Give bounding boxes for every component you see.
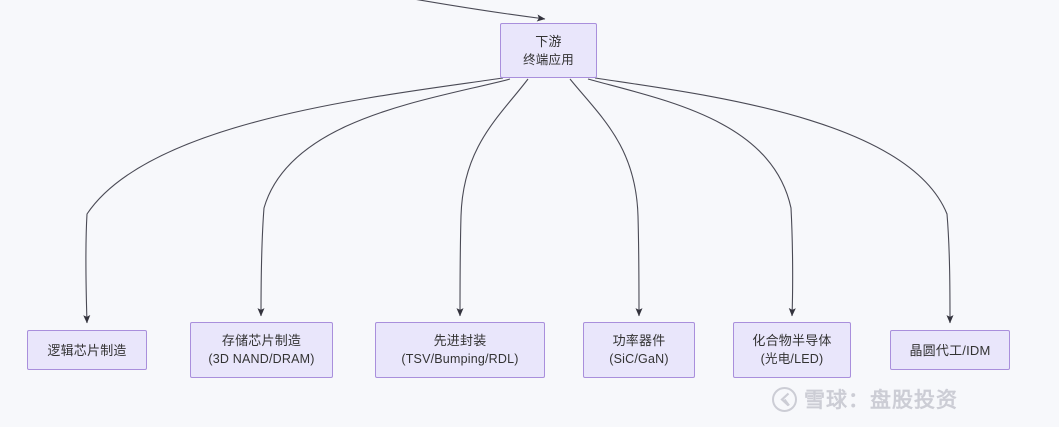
edge-downstream-to-compound — [587, 78, 796, 317]
node-packaging-label-line1: 先进封装 — [433, 333, 487, 348]
node-foundry-label-line1: 晶圆代工/IDM — [909, 342, 991, 358]
node-memory[interactable]: 存储芯片制造 (3D NAND/DRAM) — [190, 322, 333, 378]
node-logic-label-line1: 逻辑芯片制造 — [47, 342, 127, 358]
node-power[interactable]: 功率器件 (SiC/GaN) — [583, 322, 695, 378]
node-foundry[interactable]: 晶圆代工/IDM — [890, 330, 1010, 370]
edge-downstream-to-logic — [83, 77, 504, 324]
node-downstream-label-line1: 下游 — [535, 33, 562, 49]
edge-downstream-to-packaging — [456, 78, 529, 317]
node-downstream-label-line2: 终端应用 — [523, 52, 574, 67]
node-memory-label-line1: 存储芯片制造 — [221, 333, 302, 348]
edge-downstream-to-foundry — [594, 77, 954, 324]
xueqiu-logo-icon — [772, 386, 797, 412]
node-power-label-line1: 功率器件 — [612, 333, 666, 348]
node-compound-label-line2: (光电/LED) — [760, 352, 824, 366]
node-packaging[interactable]: 先进封装 (TSV/Bumping/RDL) — [375, 322, 545, 378]
node-power-label-line2: (SiC/GaN) — [609, 352, 669, 366]
node-compound-label-line1: 化合物半导体 — [752, 333, 832, 348]
node-memory-label-line2: (3D NAND/DRAM) — [208, 352, 315, 366]
edge-downstream-to-memory — [257, 78, 511, 317]
watermark: 雪球：盘股投资 — [772, 384, 958, 414]
edge-downstream-to-power — [569, 78, 643, 317]
watermark-text: 雪球：盘股投资 — [804, 389, 958, 412]
node-downstream[interactable]: 下游 终端应用 — [500, 23, 597, 78]
node-compound[interactable]: 化合物半导体 (光电/LED) — [733, 322, 851, 378]
edge-incoming-to-downstream — [416, 0, 546, 22]
node-packaging-label-line2: (TSV/Bumping/RDL) — [401, 352, 519, 366]
node-logic[interactable]: 逻辑芯片制造 — [27, 330, 147, 370]
